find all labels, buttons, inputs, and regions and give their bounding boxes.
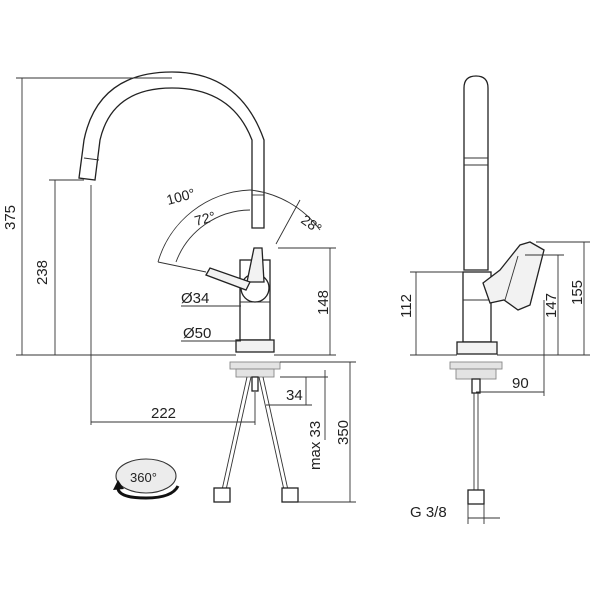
lever-handle-swung	[205, 267, 251, 291]
side-hose-connector	[467, 489, 485, 505]
hose-right-a	[258, 376, 285, 491]
dim-label-238: 238	[34, 260, 51, 285]
dim-label-112: 112	[398, 294, 415, 318]
hose-left-a	[221, 376, 248, 491]
side-base-plate	[456, 341, 498, 355]
side-view: 112 147 155 90 G 3/8	[398, 75, 590, 524]
dim-line-148	[274, 247, 336, 356]
dim-label-148: 148	[315, 290, 332, 315]
dim-line-thread	[467, 504, 500, 524]
dim-line-112	[410, 271, 463, 356]
diameter-body-label: Ø50	[183, 325, 211, 342]
side-spout-ring	[464, 157, 488, 166]
angle-arc-100	[157, 189, 251, 263]
front-view: 100° 72° 28° Ø34 Ø50 375 238 222 148 34 …	[2, 71, 356, 503]
dim-line-238	[49, 179, 84, 355]
diameter-lever-label: Ø34	[181, 290, 209, 307]
rotation-360-badge: 360°	[113, 458, 180, 500]
angle-label-72: 72°	[193, 208, 218, 229]
threaded-rod	[251, 376, 259, 392]
side-hose	[473, 393, 479, 490]
dim-label-222: 222	[151, 405, 176, 422]
dim-line-34	[266, 376, 328, 406]
side-deck-washer	[449, 361, 503, 370]
dim-label-375: 375	[2, 205, 19, 230]
dim-line-155	[536, 241, 590, 356]
hose-connector-right	[281, 487, 299, 503]
side-spout	[463, 75, 489, 271]
dim-label-thread: G 3/8	[410, 504, 447, 521]
angle-label-28: 28°	[298, 211, 325, 236]
dim-label-max33: max 33	[307, 421, 324, 470]
dim-label-34: 34	[286, 387, 303, 404]
dim-line-147	[497, 254, 564, 356]
side-lever-edge	[504, 255, 519, 301]
dim-label-155: 155	[569, 280, 586, 305]
side-lever	[482, 241, 545, 311]
dim-line-375	[16, 77, 236, 356]
dim-line-222	[90, 185, 256, 425]
rotation-label: 360°	[130, 470, 157, 485]
rotation-ellipse	[115, 458, 177, 494]
angle-label-100: 100°	[165, 185, 197, 208]
base-plate	[235, 339, 275, 353]
angle-ray-left	[157, 261, 207, 273]
dim-label-90: 90	[512, 375, 529, 392]
side-threaded-rod	[471, 378, 481, 394]
rotation-arrow-icon	[116, 485, 180, 500]
hose-connector-left	[213, 487, 231, 503]
angle-arc-28	[249, 189, 321, 231]
angle-arc-72	[175, 209, 251, 263]
dim-line-350	[280, 361, 356, 503]
dim-line-90	[476, 300, 545, 396]
hose-left-b	[225, 376, 252, 491]
side-fixing-nut	[455, 368, 497, 380]
dim-label-350: 350	[335, 420, 352, 445]
spout-outer	[78, 71, 265, 229]
spout-outlet-line	[83, 157, 100, 161]
angle-ray-right	[275, 199, 301, 245]
lever-handle	[246, 247, 265, 283]
fixing-nut	[235, 368, 275, 378]
deck-washer	[229, 361, 281, 370]
hose-right-b	[262, 376, 289, 491]
rotation-arrowhead-icon	[113, 480, 124, 490]
dim-label-147: 147	[543, 293, 560, 318]
